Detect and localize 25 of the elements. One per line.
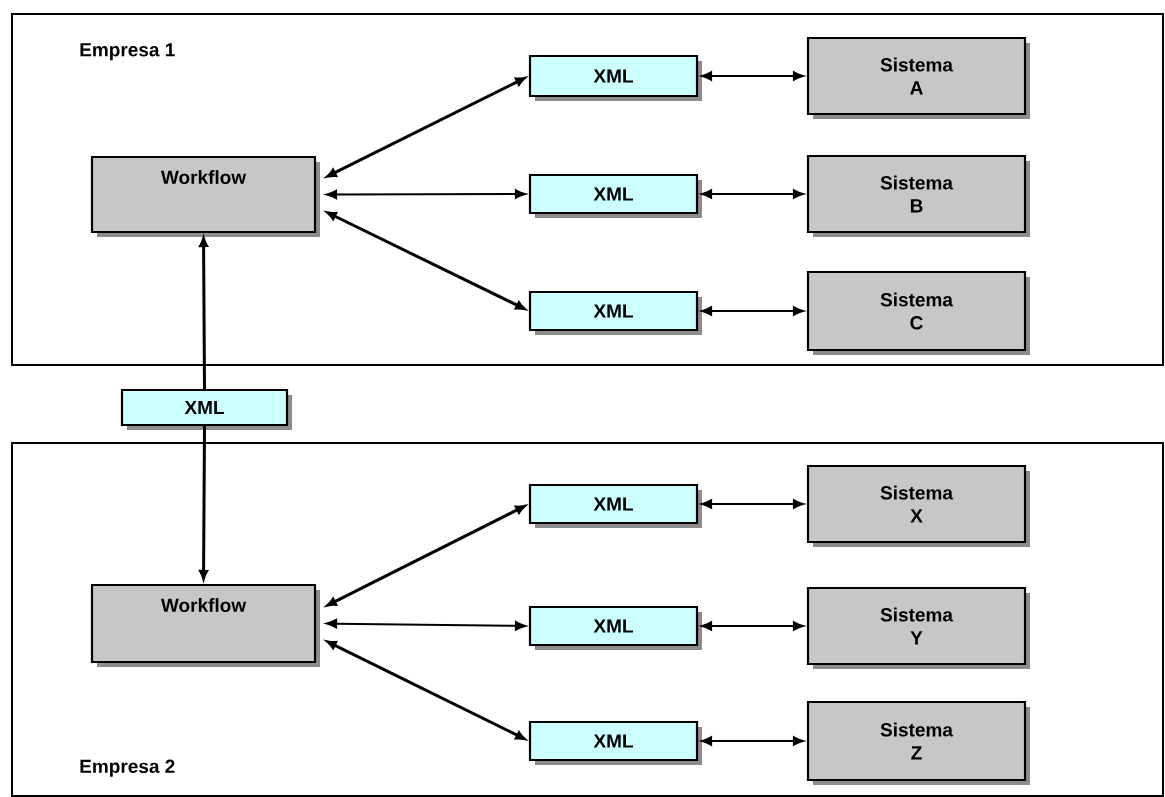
arrow	[326, 211, 526, 310]
xml-box: XML	[528, 720, 702, 765]
system-box: Sistema Y	[806, 586, 1030, 669]
system-box: Sistema A	[806, 36, 1030, 119]
xml-box: XML	[528, 605, 702, 650]
workflow-box: Workflow	[90, 155, 320, 237]
system-box: Sistema B	[806, 154, 1030, 237]
arrow	[701, 189, 804, 199]
system-box: Sistema C	[806, 270, 1030, 355]
system-box: Sistema Z	[806, 700, 1030, 785]
arrow	[701, 621, 804, 631]
workflow-box: Workflow	[90, 583, 320, 667]
xml-box: XML	[528, 54, 702, 101]
arrow	[701, 736, 804, 746]
xml-box: XML	[528, 483, 702, 528]
xml-box: XML	[528, 290, 702, 335]
system-box: Sistema X	[806, 464, 1030, 547]
xml-box: XML	[120, 388, 292, 430]
arrow	[701, 71, 804, 81]
arrow	[701, 306, 804, 316]
arrow	[326, 505, 526, 607]
arrow	[326, 77, 526, 178]
xml-box: XML	[528, 173, 702, 218]
arrow	[701, 499, 804, 509]
arrow	[326, 640, 526, 740]
